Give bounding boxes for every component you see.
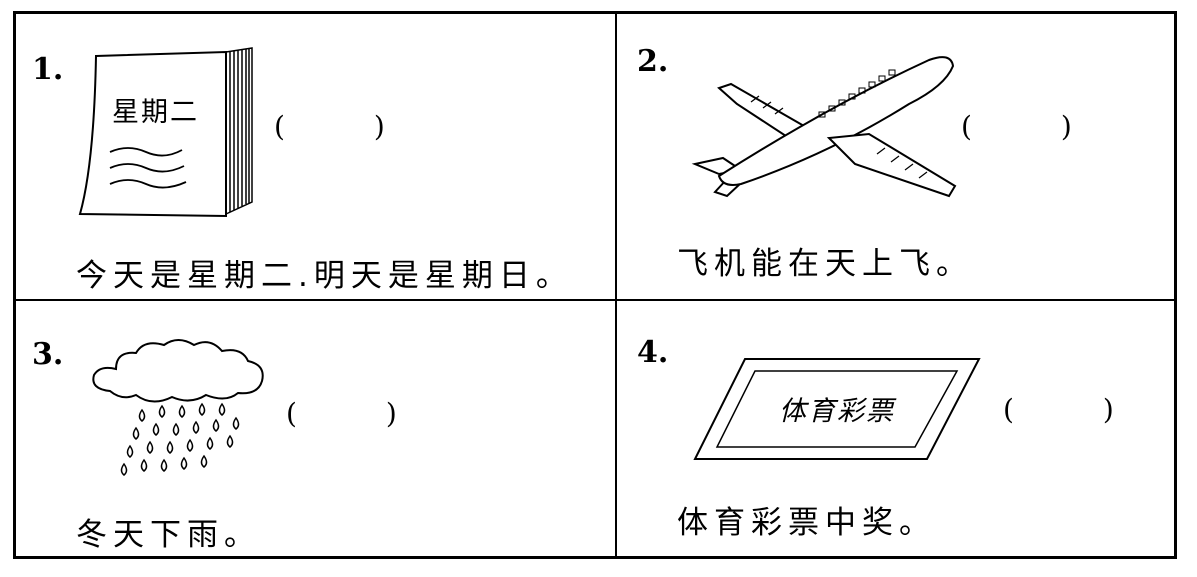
raindrop — [146, 440, 154, 454]
exercise-table: 1. 星期二 — [13, 11, 1177, 559]
answer-blank[interactable]: ( ) — [286, 397, 397, 430]
ticket-label: 体育彩票 — [779, 396, 895, 427]
airplane-icon — [679, 46, 959, 206]
item-number: 2. — [637, 44, 669, 79]
raindrop — [158, 404, 166, 418]
raindrop — [138, 408, 146, 422]
answer-blank[interactable]: ( ) — [961, 110, 1072, 143]
raindrop — [192, 420, 200, 434]
item-number: 4. — [637, 335, 669, 370]
raindrop — [160, 458, 168, 472]
raindrop — [152, 422, 160, 436]
raindrop — [126, 444, 134, 458]
raindrop — [180, 456, 188, 470]
sentence: 冬天下雨。 — [76, 517, 261, 553]
raindrop — [226, 434, 234, 448]
raindrop — [172, 422, 180, 436]
item-number: 1. — [32, 52, 64, 87]
raindrop — [166, 440, 174, 454]
raindrop — [232, 416, 240, 430]
answer-blank[interactable]: ( ) — [1003, 393, 1114, 426]
sentence: 体育彩票中奖。 — [677, 505, 936, 541]
cell-1: 1. 星期二 — [16, 14, 615, 299]
answer-blank[interactable]: ( ) — [274, 110, 385, 143]
calendar-icon: 星期二 — [76, 44, 266, 224]
cell-2: 2. — [617, 14, 1174, 299]
column-divider — [615, 14, 617, 556]
raindrop — [140, 458, 148, 472]
sentence: 飞机能在天上飞。 — [677, 246, 973, 282]
cell-3: 3. ( ) 冬天下雨。 — [16, 301, 615, 556]
lottery-ticket-icon: 体育彩票 — [693, 355, 983, 465]
item-number: 3. — [32, 337, 64, 372]
raindrop — [200, 454, 208, 468]
raindrop — [198, 402, 206, 416]
raindrop — [120, 462, 128, 476]
raindrop — [218, 402, 226, 416]
raindrop — [178, 404, 186, 418]
raindrop — [186, 438, 194, 452]
calendar-label: 星期二 — [112, 97, 199, 128]
rain-cloud-icon — [86, 331, 276, 481]
row-divider — [16, 299, 1174, 301]
cell-4: 4. 体育彩票 ( ) 体育彩票中奖。 — [617, 301, 1174, 556]
raindrop — [212, 418, 220, 432]
raindrop — [132, 426, 140, 440]
raindrop — [206, 436, 214, 450]
sentence: 今天是星期二.明天是星期日。 — [76, 258, 573, 294]
